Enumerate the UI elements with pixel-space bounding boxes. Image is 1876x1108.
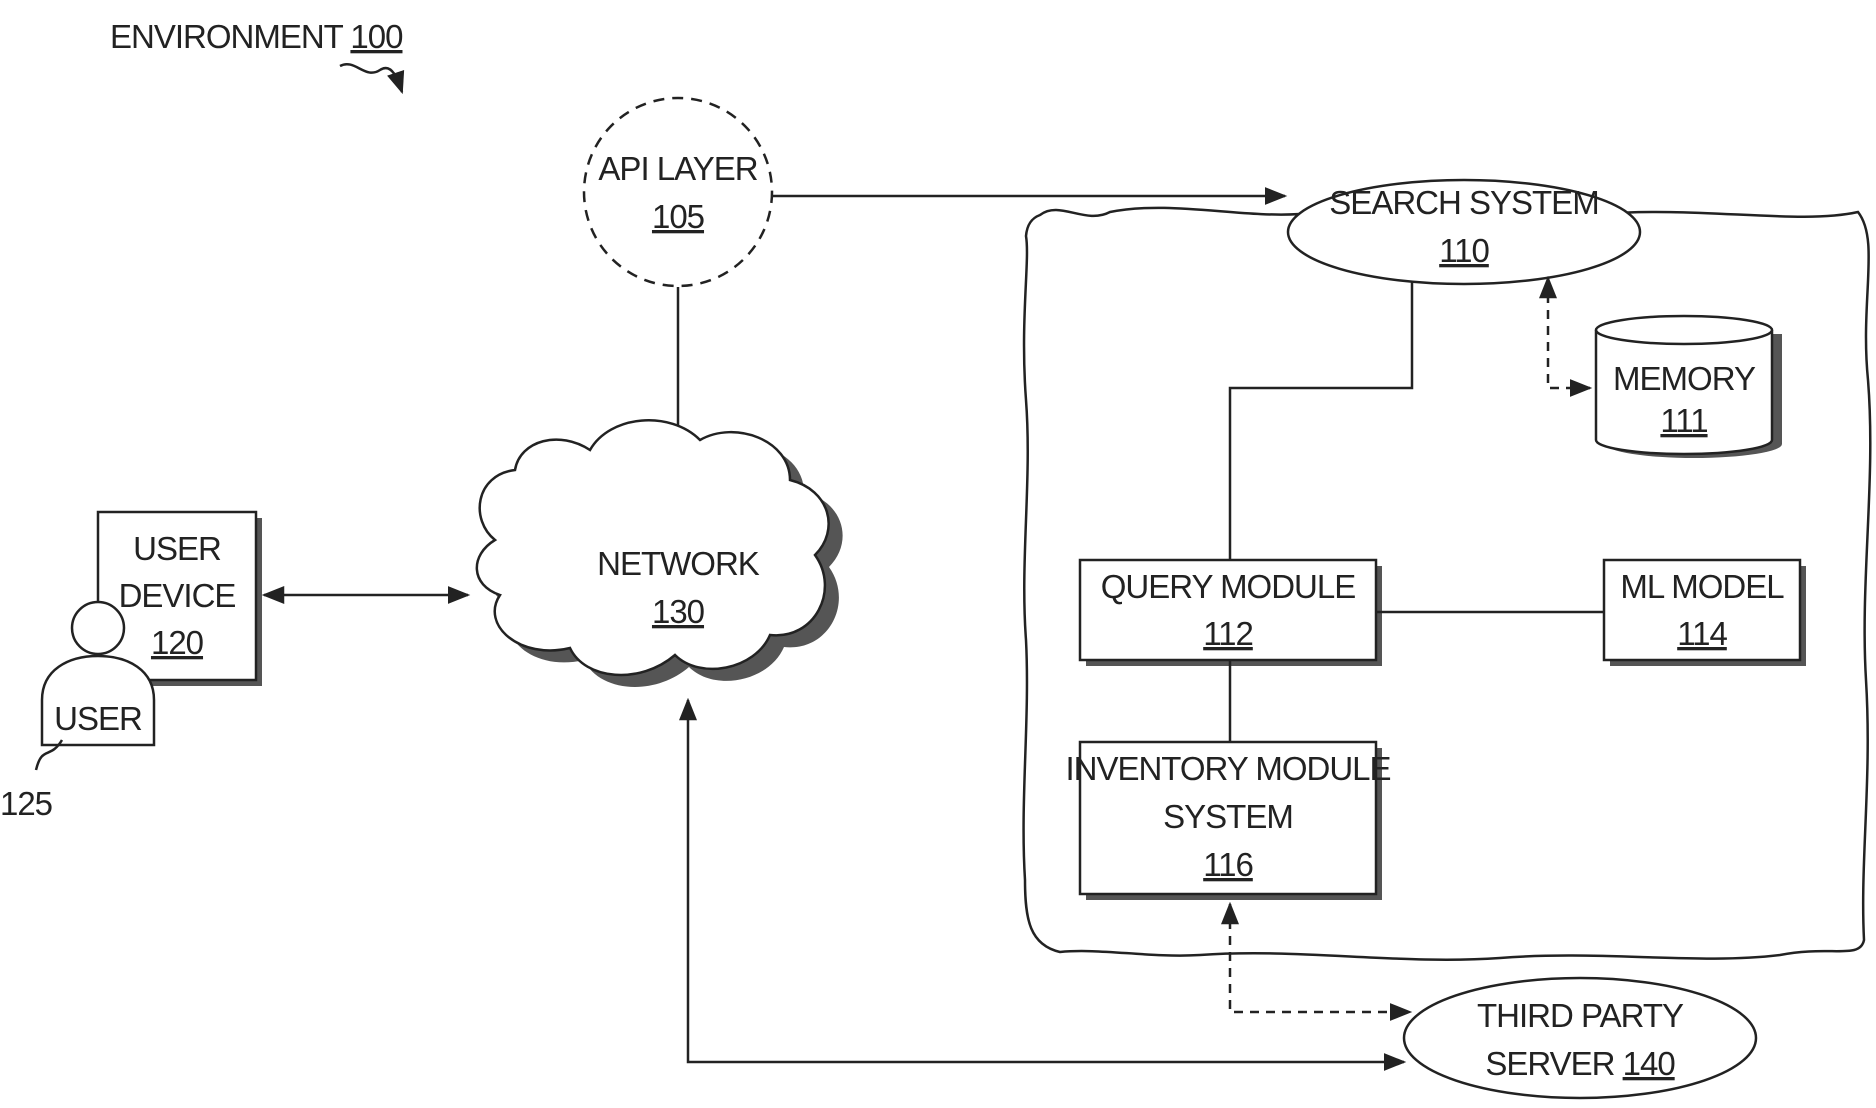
query-module-label: QUERY MODULE xyxy=(1101,568,1356,605)
inventory-module-label-line2: SYSTEM xyxy=(1163,798,1293,835)
search-system-ref: 110 xyxy=(1439,232,1489,269)
api-layer-ref: 105 xyxy=(652,198,704,235)
svg-text:SERVER 140: SERVER 140 xyxy=(1485,1045,1675,1082)
ml-model-ref: 114 xyxy=(1677,615,1727,652)
query-module-node: QUERY MODULE 112 xyxy=(1080,560,1382,666)
environment-pointer-squiggle xyxy=(340,64,402,92)
inventory-module-label-line1: INVENTORY MODULE xyxy=(1065,750,1390,787)
user-device-label-line1: USER xyxy=(133,530,221,567)
third-party-server-node: THIRD PARTY SERVER 140 xyxy=(1404,978,1756,1098)
memory-node: MEMORY 111 xyxy=(1596,316,1782,458)
ml-model-label: ML MODEL xyxy=(1620,568,1784,605)
search-memory-arrow xyxy=(1548,278,1590,388)
api-layer-node: API LAYER 105 xyxy=(584,98,772,286)
search-system-node: SEARCH SYSTEM 110 xyxy=(1288,180,1640,284)
network-node: NETWORK 130 xyxy=(477,420,843,687)
environment-title: ENVIRONMENT 100 xyxy=(110,18,403,92)
query-module-ref: 112 xyxy=(1203,615,1253,652)
user-ref: 125 xyxy=(0,785,52,822)
user-device-label-line2: DEVICE xyxy=(119,577,236,614)
user-label: USER xyxy=(54,700,142,737)
user-device-ref: 120 xyxy=(151,624,204,661)
search-system-label: SEARCH SYSTEM xyxy=(1329,184,1598,221)
third-party-ref: 140 xyxy=(1623,1045,1676,1082)
memory-ref: 111 xyxy=(1660,402,1707,439)
third-party-label-line1: THIRD PARTY xyxy=(1477,997,1684,1034)
ml-model-node: ML MODEL 114 xyxy=(1604,560,1806,666)
memory-label: MEMORY xyxy=(1613,360,1756,397)
network-ref: 130 xyxy=(652,593,705,630)
search-query-connector xyxy=(1230,282,1412,560)
inventory-module-node: INVENTORY MODULE SYSTEM 116 xyxy=(1065,742,1390,900)
svg-text:ENVIRONMENT 100: ENVIRONMENT 100 xyxy=(110,18,403,55)
inventory-module-ref: 116 xyxy=(1203,846,1253,883)
network-label: NETWORK xyxy=(597,545,760,582)
api-layer-label: API LAYER xyxy=(598,150,757,187)
third-party-label-line2: SERVER xyxy=(1485,1045,1614,1082)
